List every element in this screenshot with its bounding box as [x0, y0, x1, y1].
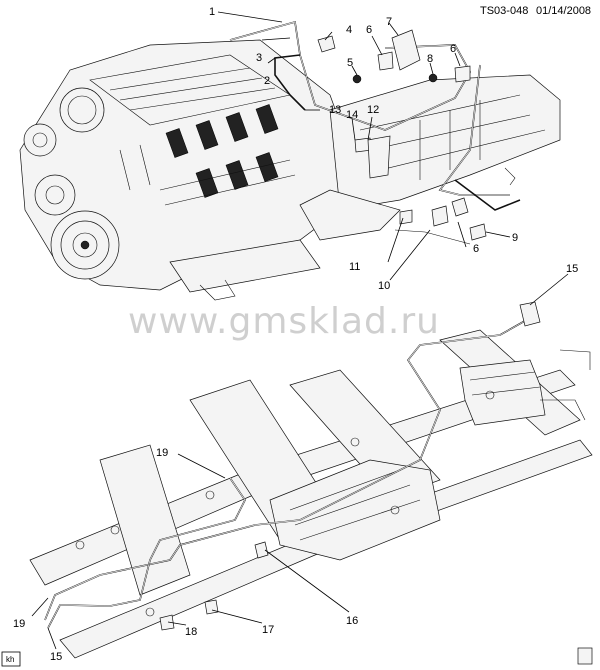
- callout-10: 10: [378, 280, 390, 292]
- callout-14: 14: [346, 109, 358, 121]
- callout-6-c: 6: [473, 243, 479, 255]
- corner-badge-box: [1, 651, 21, 667]
- callout-15-a: 15: [566, 263, 578, 275]
- callout-11: 11: [349, 261, 360, 273]
- engine-illustration: [19, 39, 351, 301]
- corner-badge: kh: [6, 655, 14, 664]
- watermark-text: www.gmsklad.ru: [128, 301, 440, 342]
- callout-5: 5: [347, 57, 353, 69]
- upper-fuel-lines: [229, 20, 521, 211]
- callout-6-a: 6: [366, 24, 372, 36]
- drawing-date: 01/14/2008: [536, 5, 591, 17]
- callout-19-b: 19: [13, 618, 25, 630]
- callout-8: 8: [427, 53, 433, 65]
- lower-leader-lines: [31, 273, 569, 650]
- callout-numbers: 1 2 3 4 5 6 6 6 7 8 9 10 11 12 13 14 15 …: [13, 6, 578, 663]
- callout-12: 12: [367, 104, 379, 116]
- lower-fuel-lines: [44, 301, 541, 631]
- callout-6-b: 6: [450, 43, 456, 55]
- callout-19-a: 19: [156, 447, 168, 459]
- callout-7: 7: [386, 16, 392, 28]
- callout-3: 3: [256, 52, 262, 64]
- upper-leader-lines: [217, 11, 511, 281]
- drawing-id: TS03-048: [480, 5, 528, 17]
- chassis-frame: [29, 329, 593, 665]
- callout-17: 17: [262, 624, 274, 636]
- upper-small-parts: [317, 29, 487, 245]
- callout-13: 13: [329, 104, 341, 116]
- callout-4: 4: [346, 24, 352, 36]
- callout-2: 2: [264, 75, 270, 87]
- callout-18: 18: [185, 626, 197, 638]
- transmission-illustration: [299, 74, 561, 241]
- callout-9: 9: [512, 232, 518, 244]
- callout-15-b: 15: [50, 651, 62, 663]
- callout-1: 1: [209, 6, 215, 18]
- callout-16: 16: [346, 615, 358, 627]
